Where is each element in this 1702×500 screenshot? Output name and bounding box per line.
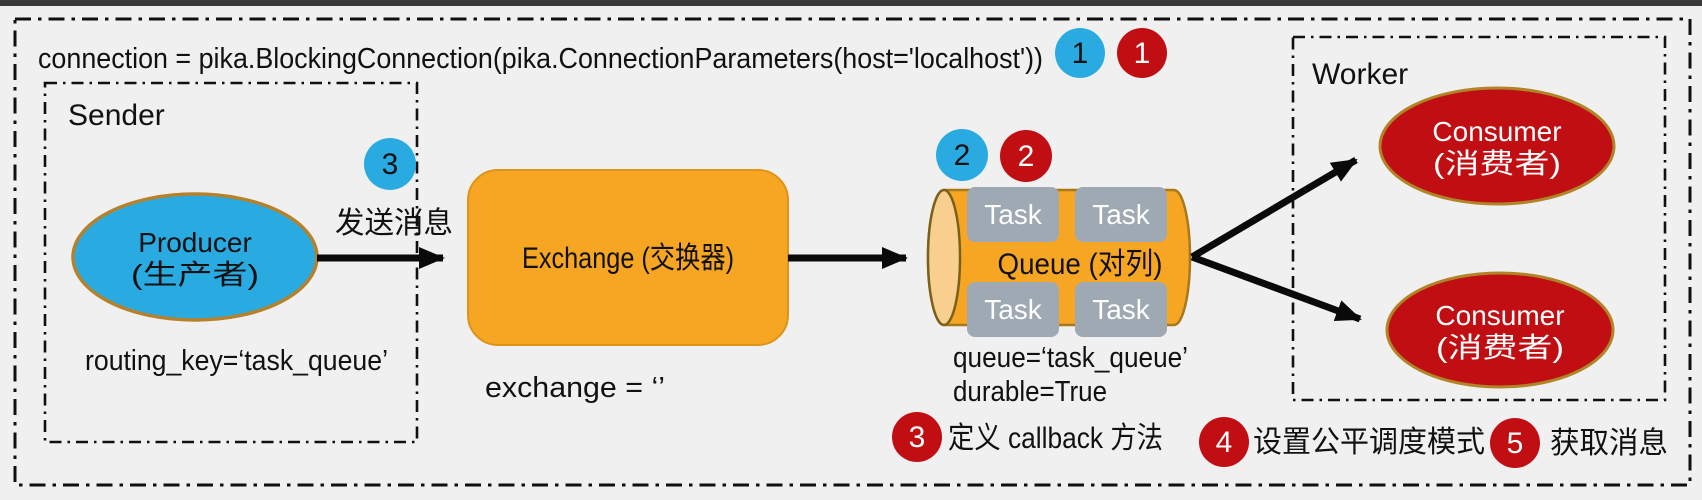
red-badge-5-circle (1490, 418, 1540, 468)
blue-badge-3-number: 3 (382, 148, 399, 181)
task-tile (1075, 187, 1167, 242)
consumer-1-label-cn: (消费者) (1433, 148, 1561, 179)
red-badge-1-number: 1 (1134, 37, 1151, 70)
fair-dispatch-step-label: 设置公平调度模式 (1253, 426, 1485, 459)
blue-badge-2-number: 2 (954, 139, 971, 172)
blue-badge-2-circle (936, 129, 988, 181)
durable-param-text: durable=True (953, 376, 1107, 408)
sender-title: Sender (68, 99, 165, 132)
red-badge-3-circle (892, 412, 942, 462)
red-badge-5-number: 5 (1507, 427, 1524, 460)
routing-key-text: routing_key=‘task_queue’ (85, 345, 388, 377)
worker-box-border (1291, 35, 1667, 402)
outer-frame-border (13, 17, 1692, 487)
red-badge-2-circle (1000, 130, 1052, 182)
task-tile-label: Task (984, 294, 1043, 325)
queue-cylinder-cap (926, 188, 962, 327)
send-message-label: 发送消息 (335, 207, 453, 240)
red-badge-4-number: 4 (1216, 426, 1233, 459)
connection-step-badges: 1 1 (1055, 28, 1167, 78)
red-badge-1-circle (1117, 28, 1167, 78)
exchange-param-text: exchange = ‘’ (485, 372, 665, 404)
exchange-label: Exchange (交换器) (522, 242, 734, 275)
producer-label-cn: (生产者) (131, 259, 259, 290)
bottom-step-annotations: 3 定义 callback 方法 4 设置公平调度模式 5 获取消息 (892, 412, 1668, 468)
blue-badge-1-circle (1055, 28, 1105, 78)
task-tile (967, 187, 1059, 242)
queue-task-tiles: Task Task Task Task (967, 187, 1167, 337)
consumer-2-label-en: Consumer (1435, 300, 1564, 331)
red-badge-4-circle (1199, 417, 1249, 467)
queue-param-text: queue=‘task_queue’ (953, 342, 1188, 374)
task-tile (1075, 282, 1167, 337)
blue-badge-1-number: 1 (1072, 37, 1089, 70)
queue-label: Queue (对列) (998, 248, 1163, 281)
consumer-2-ellipse (1385, 271, 1615, 389)
blue-badge-3-circle (364, 138, 416, 190)
red-badge-3-number: 3 (909, 421, 926, 454)
consumer-2-label-cn: (消费者) (1436, 332, 1564, 363)
arrow-queue-to-consumer-1 (1190, 156, 1358, 261)
task-tile (967, 282, 1059, 337)
task-tile-label: Task (984, 199, 1043, 230)
red-badge-2-number: 2 (1018, 140, 1035, 173)
consumer-1-label-en: Consumer (1432, 116, 1561, 147)
task-tile-label: Task (1092, 199, 1151, 230)
task-tile-label: Task (1092, 294, 1151, 325)
arrow-queue-to-consumer-2 (1190, 253, 1362, 323)
sender-box-border (43, 81, 419, 444)
connection-code-text: connection = pika.BlockingConnection(pik… (38, 43, 1043, 75)
top-border-bar (0, 0, 1702, 6)
callback-step-label: 定义 callback 方法 (948, 422, 1163, 455)
worker-title: Worker (1312, 58, 1408, 91)
consumer-1-ellipse (1378, 86, 1616, 206)
get-message-step-label: 获取消息 (1550, 427, 1668, 460)
producer-label-en: Producer (138, 227, 252, 258)
